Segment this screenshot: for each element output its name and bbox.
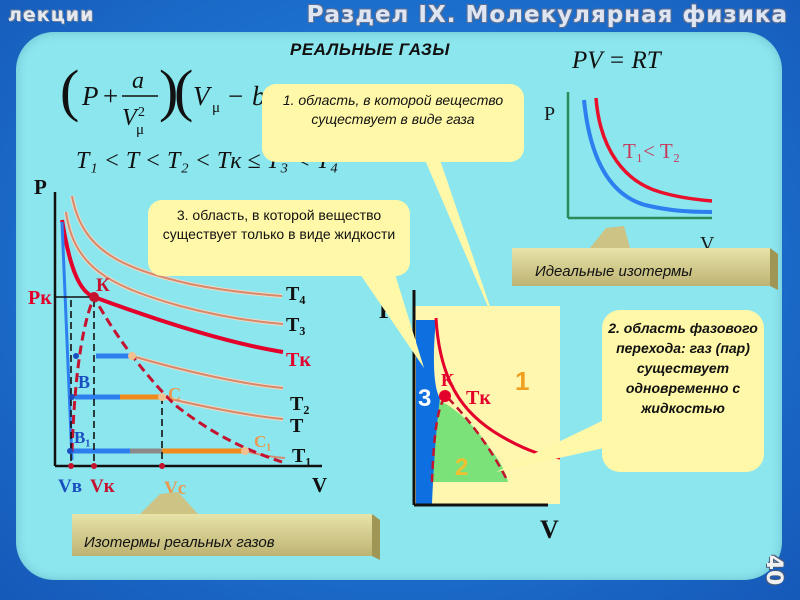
point-plateau-t2-left: [73, 353, 79, 359]
critical-point: [89, 292, 99, 302]
point-b: [69, 394, 75, 400]
point-vb: [68, 463, 74, 469]
point-c1: [241, 447, 249, 455]
ideal-gas-equation: PV = RT: [571, 47, 663, 74]
phase-critical-point: [439, 390, 451, 402]
c-label: C: [168, 384, 181, 404]
real-banner-text: Изотермы реальных газов: [84, 534, 275, 551]
ideal-p-label: P: [544, 103, 555, 125]
liquid-region: [416, 320, 440, 504]
phase-k-label: К: [441, 370, 454, 390]
isotherm-t3: [65, 211, 284, 325]
region-3-label: 3: [418, 385, 431, 412]
lectures-label[interactable]: лекции: [8, 4, 95, 26]
callout-gas-text: 1. область, в которой вещество существуе…: [282, 92, 504, 127]
svg-text:μ: μ: [136, 122, 144, 138]
phase-tk-label: Tк: [466, 387, 491, 409]
svg-text:V: V: [122, 105, 139, 131]
page-number: 40: [761, 554, 786, 586]
t3-label: T₃: [286, 314, 305, 336]
svg-text:μ: μ: [212, 100, 220, 116]
point-plateau-t2-right: [128, 352, 136, 360]
t4-label: T₄: [286, 283, 305, 305]
real-v-label: V: [312, 473, 327, 497]
ideal-isotherm-t1: [582, 99, 713, 214]
svg-text:+: +: [103, 81, 118, 111]
b-label: B: [78, 372, 90, 392]
t1-label: T₁: [292, 445, 311, 467]
page-title: РЕАЛЬНЫЕ ГАЗЫ: [290, 40, 450, 59]
pk-label: Pк: [28, 287, 52, 309]
vk-label: Vк: [90, 476, 115, 497]
real-p-label: P: [34, 175, 47, 199]
isotherm-t4: [71, 195, 283, 297]
svg-text:(: (: [60, 58, 79, 123]
svg-text:(: (: [174, 58, 193, 123]
real-isotherms-banner: Изотермы реальных газов: [72, 492, 380, 560]
region-2-label: 2: [455, 454, 468, 481]
callout-transition-text: 2. область фазового перехода: газ (пар) …: [608, 320, 758, 416]
callout-gas: 1. область, в которой вещество существуе…: [262, 84, 524, 330]
phase-binodal: [430, 394, 510, 483]
callout-liquid-text: 3. область, в которой вещество существуе…: [162, 207, 396, 242]
svg-text:P: P: [81, 81, 99, 111]
point-b1: [67, 448, 73, 454]
section-title: Раздел IX. Молекулярная физика: [306, 2, 788, 28]
svg-text:): ): [159, 58, 178, 123]
binodal-curve: [70, 293, 283, 464]
isotherm-tk: [60, 219, 284, 354]
t-label: T: [290, 415, 304, 437]
svg-text:a: a: [132, 68, 144, 94]
ideal-temp-relation: T₁< T₂: [623, 139, 680, 163]
ideal-banner-text: Идеальные изотермы: [535, 263, 692, 280]
tk-label: Tк: [286, 349, 311, 371]
isotherm-t2: [131, 355, 284, 389]
van-der-waals-equation: ( P + a V 2 μ ) ( V μ − b: [60, 58, 266, 138]
t2-label: T₂: [290, 393, 309, 415]
point-vc: [159, 463, 165, 469]
ideal-isotherms-banner: Идеальные изотермы: [512, 226, 778, 290]
transition-region: [432, 398, 508, 482]
svg-text:V: V: [193, 81, 213, 111]
k-label: К: [96, 275, 110, 296]
real-isotherms-chart: P V: [28, 175, 327, 499]
ideal-isotherms-chart: P V T₁< T₂: [544, 92, 715, 255]
callout-liquid: 3. область, в которой вещество существуе…: [148, 200, 424, 368]
point-c: [158, 393, 166, 401]
point-vk: [91, 463, 97, 469]
region-1-label: 1: [515, 366, 529, 396]
svg-text:−: −: [228, 81, 243, 111]
phase-regions-chart: P V К Tк 3 2 1: [379, 290, 561, 544]
ideal-isotherm-t2: [594, 97, 713, 203]
vb-label: Vв: [58, 476, 82, 497]
svg-text:2: 2: [138, 105, 145, 120]
liquid-branch: [60, 221, 74, 461]
callout-transition: 2. область фазового перехода: газ (пар) …: [496, 310, 764, 472]
isotherm-t: [161, 396, 284, 420]
phase-v-label: V: [540, 515, 559, 544]
b1-label: B₁: [74, 428, 90, 447]
c1-label: C₁: [254, 432, 271, 451]
isotherm-t2-glow: [131, 354, 284, 390]
